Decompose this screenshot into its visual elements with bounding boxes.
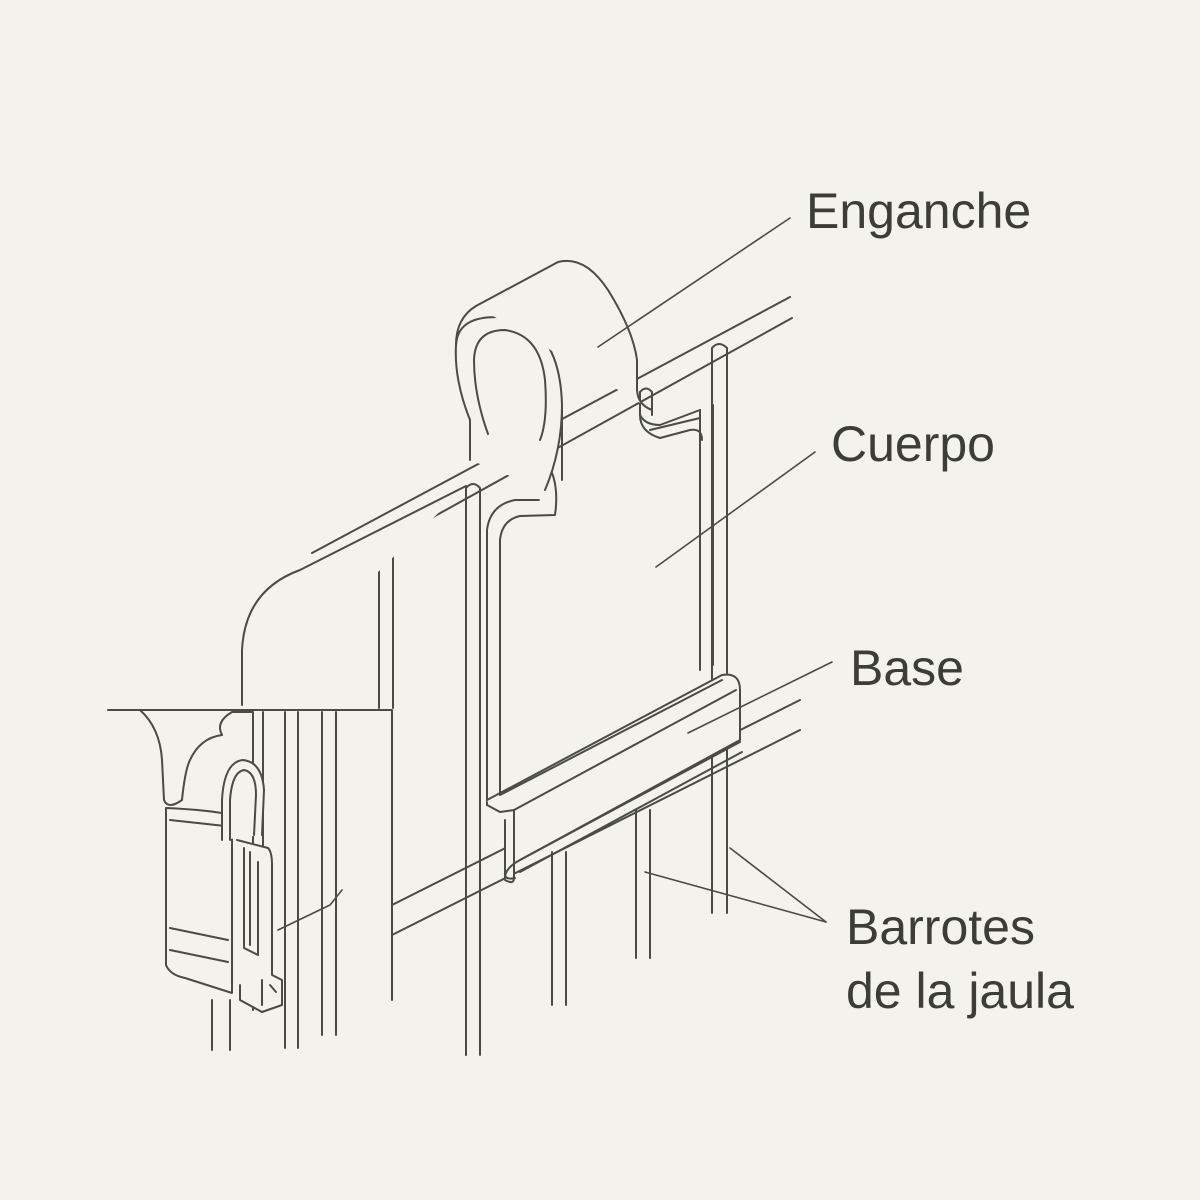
- bar-tip-right: [711, 343, 728, 349]
- bar-center: [465, 487, 481, 1056]
- holder-hook: [454, 259, 653, 491]
- label-bars-line1: Barrotes: [846, 899, 1035, 955]
- holder-base: [486, 673, 743, 884]
- bar-low-2: [635, 809, 651, 959]
- label-base: Base: [850, 640, 964, 696]
- leader-bars-a: [644, 871, 827, 923]
- label-hook: Enganche: [806, 183, 1031, 239]
- leader-base: [687, 661, 833, 734]
- label-body: Cuerpo: [831, 416, 995, 472]
- bar-rear: [639, 391, 653, 416]
- side-flange: [241, 485, 467, 706]
- bar-tip-center: [465, 483, 481, 489]
- bar-tip-rear: [639, 387, 653, 393]
- leader-lines: [597, 217, 833, 923]
- leader-bars-b: [729, 847, 827, 923]
- label-bars-line2: de la jaula: [846, 963, 1074, 1019]
- bar-right: [711, 347, 728, 914]
- leader-hook: [597, 217, 791, 348]
- leader-body: [655, 451, 816, 568]
- inset-cross-section: [107, 709, 393, 1051]
- labels: Enganche Cuerpo Base Barrotes de la jaul…: [806, 183, 1074, 1019]
- bar-low-1: [551, 851, 567, 1006]
